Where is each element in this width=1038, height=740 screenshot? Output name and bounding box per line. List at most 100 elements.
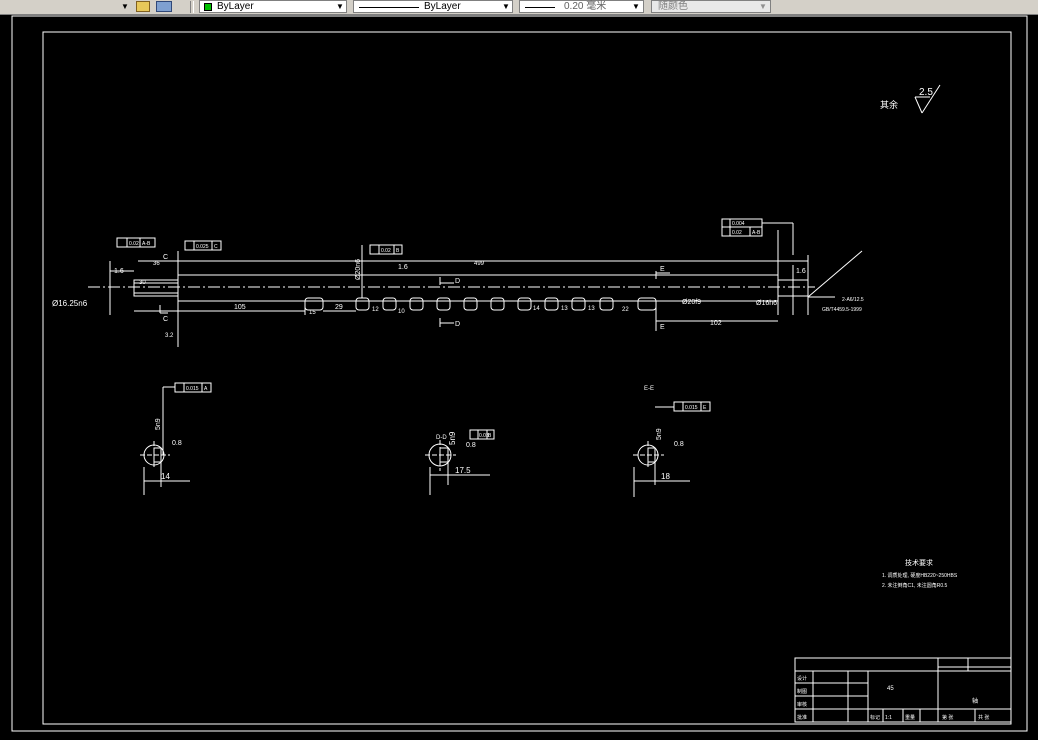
dim-length-102: 102: [710, 320, 722, 327]
section-label-c-bottom: C: [163, 316, 168, 323]
plotstyle-control[interactable]: 随颜色: [651, 0, 771, 13]
section-2-depth: 5n9: [448, 431, 457, 445]
dim-length-13b: 13: [588, 306, 595, 312]
linetype-control[interactable]: ByLayer: [353, 0, 513, 13]
tol-value-3: 0.02: [381, 248, 391, 254]
tech-req-title: 技术要求: [905, 558, 933, 567]
dim-length-105: 105: [234, 304, 246, 311]
roughness-7: 3.2: [165, 333, 174, 339]
tech-req-line-2: 2. 未注倒角C1, 未注圆角R0.5: [882, 582, 948, 589]
linetype-value: ByLayer: [424, 1, 461, 12]
section-label-c-top: C: [163, 254, 168, 261]
material-value: 45: [887, 686, 894, 692]
section-3-depth: 5n9: [656, 428, 663, 440]
lineweight-preview: [525, 7, 555, 8]
color-control[interactable]: ByLayer: [199, 0, 347, 13]
dim-length-22: 22: [622, 307, 629, 313]
tol-ref-6: A: [204, 386, 208, 392]
tb-label-approve: 批准: [797, 714, 807, 721]
tol-value-8: 0.015: [685, 405, 698, 411]
layer-previous-icon[interactable]: [156, 1, 172, 12]
tol-ref-3: B: [396, 248, 400, 254]
surface-finish-icon: [914, 84, 941, 114]
chevron-down-icon[interactable]: ▼: [336, 2, 344, 11]
surface-finish-label: 其余: [880, 99, 898, 110]
dim-diameter-2: Ø20n6: [355, 259, 362, 280]
lineweight-control[interactable]: 0.20 毫米: [519, 0, 644, 13]
section-3: [633, 401, 711, 497]
tb-label-weight: 重量: [905, 714, 915, 721]
dim-diameter-3: Ø20f9: [682, 299, 701, 306]
section-2-title: D-D: [436, 435, 447, 441]
section-2: [425, 429, 495, 495]
drawing-canvas[interactable]: 其余 2.5 Ø16.25n6 Ø20n6 Ø20f9 Ø16h6 499 10…: [0, 15, 1038, 740]
roughness-4: 0.8: [172, 440, 182, 447]
tolerance-frames: [116, 218, 794, 255]
tol-ref-8: E: [703, 405, 707, 411]
dim-length-30: 30: [139, 280, 146, 286]
sheet-outer-border: [11, 15, 1028, 732]
roughness-6: 0.8: [674, 441, 684, 448]
tol-value-2: 0.025: [196, 244, 209, 250]
layer-states-icon[interactable]: [136, 1, 150, 12]
part-name: 轴: [972, 697, 978, 705]
dim-total-length: 499: [474, 261, 485, 267]
tol-value-4: 0.004: [732, 221, 745, 227]
section-1: [140, 382, 212, 495]
center-hole-spec: 2-A6/12.5: [842, 297, 864, 303]
linetype-preview: [359, 7, 419, 8]
dropdown-arrow-icon[interactable]: ▼: [121, 2, 129, 11]
section-cut-markers: [159, 271, 670, 327]
tech-req-line-1: 1. 调质处理, 硬度HB220~250HBS: [882, 572, 958, 579]
roughness-1: 1.6: [114, 268, 124, 275]
tb-label-sheet-total: 共 张: [978, 714, 989, 721]
tb-label-mark: 标记: [870, 714, 880, 721]
sheet-inner-border: [42, 31, 1012, 725]
dim-length-29: 29: [335, 304, 343, 311]
dim-diameter-1: Ø16.25n6: [52, 299, 88, 308]
chevron-down-icon: ▼: [759, 2, 767, 11]
keyway-slots: [304, 297, 657, 311]
tol-value-7: 0.03: [479, 433, 489, 439]
dim-length-13a: 13: [561, 306, 568, 312]
roughness-3: 1.6: [796, 268, 806, 275]
title-block: [794, 657, 1012, 723]
tb-label-check: 审核: [797, 701, 807, 708]
dim-length-36: 36: [153, 261, 160, 267]
tb-label-draw: 制图: [797, 688, 807, 695]
tol-value-5: 0.02: [732, 230, 742, 236]
roughness-2: 1.6: [398, 264, 408, 271]
section-label-d-bottom: D: [455, 321, 460, 328]
dim-length-10: 10: [398, 309, 405, 315]
dim-length-12: 12: [372, 307, 379, 313]
section-1-depth: 5n9: [155, 418, 162, 430]
dim-diameter-4: Ø16h6: [756, 300, 777, 307]
roughness-5: 0.8: [466, 442, 476, 449]
tol-ref-7: B: [488, 433, 492, 439]
chevron-down-icon[interactable]: ▼: [632, 2, 640, 11]
properties-toolbar: ▼ ByLayer ▼ ByLayer ▼ 0.20 毫米 ▼ 随颜色 ▼: [0, 0, 1038, 15]
tol-value-1: 0.02: [129, 241, 139, 247]
tol-ref-2: C: [214, 244, 218, 250]
lineweight-value: 0.20 毫米: [564, 1, 607, 12]
section-2-width: 17.5: [455, 466, 471, 475]
tb-label-sheet-no: 第 张: [942, 714, 953, 721]
color-swatch-icon: [204, 3, 212, 11]
center-hole-standard: GB/T4459.5-1999: [822, 307, 862, 313]
plotstyle-value: 随颜色: [658, 1, 688, 12]
section-label-e-top: E: [660, 266, 665, 273]
dim-length-14: 14: [533, 306, 540, 312]
section-3-width: 18: [661, 472, 670, 481]
tb-scale-value: 1:1: [885, 715, 892, 721]
section-1-width: 14: [161, 472, 170, 481]
tol-value-6: 0.015: [186, 386, 199, 392]
surface-finish-value: 2.5: [919, 87, 933, 98]
section-3-title: E-E: [644, 386, 654, 392]
dim-length-15: 15: [309, 310, 316, 316]
tol-ref-5: A-B: [752, 230, 761, 236]
chevron-down-icon[interactable]: ▼: [502, 2, 510, 11]
color-value: ByLayer: [217, 1, 254, 12]
section-label-e-bottom: E: [660, 324, 665, 331]
tb-label-design: 设计: [797, 675, 807, 682]
shaft-outline: [133, 274, 809, 302]
